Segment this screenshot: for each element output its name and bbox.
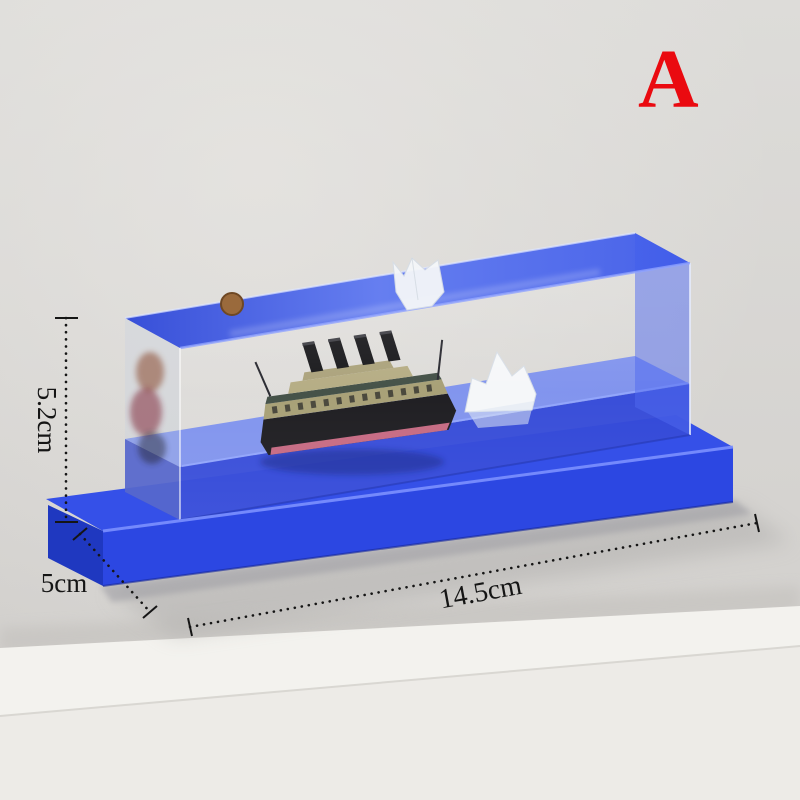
length-tick-right xyxy=(754,513,760,533)
table-seam xyxy=(0,645,800,717)
height-label: 5.2cm xyxy=(32,387,62,454)
height-dimension: 5.2cm xyxy=(32,316,78,524)
refraction-blob-red xyxy=(130,388,162,436)
lid-front-edge xyxy=(179,261,691,350)
lid-back-edge xyxy=(124,232,636,319)
right-end-panel xyxy=(635,233,690,435)
depth-label: 5cm xyxy=(41,568,88,598)
length-tick-left xyxy=(187,617,193,637)
iceberg-facet xyxy=(411,257,419,301)
base-left xyxy=(48,505,103,586)
table-front-edge xyxy=(0,646,800,800)
depth-dimension: 5cm xyxy=(41,527,158,619)
product-shadows xyxy=(100,500,792,636)
display-case xyxy=(46,232,734,587)
base-bottom-edge xyxy=(102,501,734,587)
base-front xyxy=(103,447,733,586)
depth-tick-bottom xyxy=(142,605,158,619)
liquid-left-end xyxy=(125,439,180,520)
refraction-blob-brown xyxy=(136,352,164,392)
refraction-blob-dark xyxy=(138,432,166,464)
case-bottom-edge xyxy=(179,434,691,521)
table-edge-shadow xyxy=(0,586,800,654)
variant-label: A xyxy=(638,33,699,126)
soft-shadow xyxy=(110,506,792,636)
depth-tick-top xyxy=(72,527,88,541)
cork-ball xyxy=(220,292,244,316)
base-rim-highlight xyxy=(102,445,734,533)
iceberg-at-lid xyxy=(392,257,445,311)
contact-shadow xyxy=(100,500,752,602)
